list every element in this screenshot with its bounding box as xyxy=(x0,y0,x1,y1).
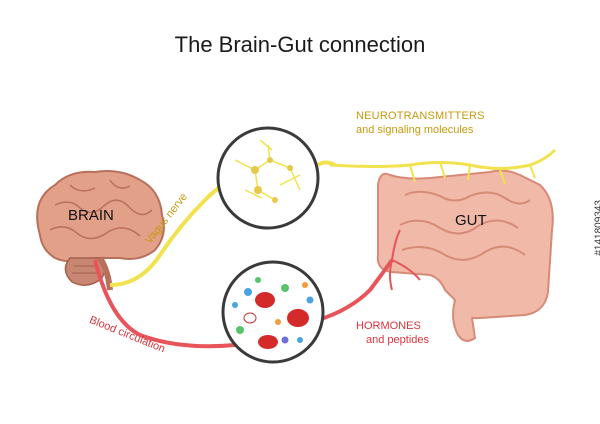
gut-illustration xyxy=(329,148,557,342)
neurons-circle xyxy=(216,126,320,230)
brain-label: BRAIN xyxy=(68,207,114,224)
blood-circulation-path xyxy=(93,259,236,349)
brain-illustration xyxy=(36,170,165,291)
neurotransmitters-sublabel: and signaling molecules xyxy=(356,124,474,136)
hormones-sublabel: and peptides xyxy=(366,334,429,346)
page-title: The Brain-Gut connection xyxy=(174,32,426,57)
gut-label: GUT xyxy=(455,212,487,229)
stock-id: #141809343 xyxy=(594,200,600,256)
neurotransmitters-label: NEUROTRANSMITTERS xyxy=(356,110,485,122)
hormones-label: HORMONES xyxy=(356,320,421,332)
blood-cells-circle xyxy=(221,260,325,364)
